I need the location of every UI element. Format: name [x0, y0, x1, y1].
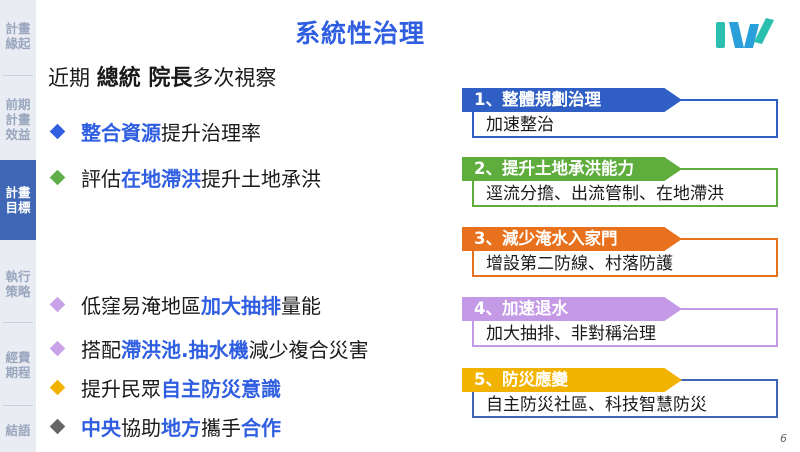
nav-label: 效益 — [5, 126, 31, 142]
diamond-bullet-icon — [49, 418, 66, 435]
nav-label: 執行 — [5, 269, 31, 284]
bullet-text: 評估 — [81, 167, 121, 191]
bullet-text: 攜手 — [201, 416, 241, 440]
bullet-detention-pumps: 搭配滯洪池.抽水機減少複合災害 — [49, 334, 369, 363]
bullet-emphasis: 在地滯洪 — [121, 167, 201, 191]
nav-label: 緣起 — [5, 36, 31, 51]
nav-label: 經費 — [5, 350, 31, 365]
nav-item-previous-benefits[interactable]: 前期 計畫 效益 — [0, 84, 36, 154]
panel-header: 1、整體規劃治理 — [462, 88, 682, 112]
nav-divider — [3, 75, 33, 76]
bullet-emphasis: 地方 — [161, 416, 201, 440]
nav-item-conclusion[interactable]: 結語 — [0, 412, 36, 448]
nav-item-goals[interactable]: 計畫 目標 — [0, 160, 36, 240]
bullet-disaster-awareness: 提升民眾自主防災意識 — [49, 373, 281, 402]
nav-divider — [3, 322, 33, 323]
panel-header: 5、防災應變 — [462, 368, 682, 392]
bullet-text: 提升民眾 — [81, 377, 161, 401]
bullet-emphasis: 加大抽排 — [201, 294, 281, 318]
bullet-pumping-capacity: 低窪易淹地區加大抽排量能 — [49, 290, 321, 319]
intro-text: 近期 總統 院長多次視察 — [48, 60, 276, 92]
nav-label: 前期 — [5, 96, 31, 112]
nav-divider — [3, 405, 33, 406]
nav-label: 計畫 — [5, 185, 31, 200]
diamond-bullet-icon — [49, 379, 66, 396]
nav-item-budget-schedule[interactable]: 經費 期程 — [0, 330, 36, 400]
bullet-emphasis: 自主防災意識 — [161, 377, 281, 401]
nav-label: 計畫 — [5, 21, 31, 36]
diamond-bullet-icon — [49, 169, 66, 186]
nav-item-strategy[interactable]: 執行 策略 — [0, 252, 36, 316]
bullet-text: 低窪易淹地區 — [81, 294, 201, 318]
panel-header: 3、減少淹水入家門 — [462, 227, 682, 251]
page-title: 系統性治理 — [294, 19, 425, 48]
bullet-text: 量能 — [281, 294, 321, 318]
nav-label: 目標 — [5, 200, 31, 215]
nav-label: 策略 — [5, 284, 31, 299]
bullet-text: 提升土地承洪 — [201, 167, 321, 191]
bullet-text: 減少複合災害 — [248, 338, 369, 362]
intro-suffix: 多次視察 — [192, 66, 277, 90]
diamond-bullet-icon — [49, 123, 66, 140]
diamond-bullet-icon — [49, 296, 66, 313]
section-nav: 計畫 緣起 前期 計畫 效益 計畫 目標 執行 策略 經費 期程 結語 — [0, 0, 36, 452]
bullet-emphasis: 合作 — [241, 416, 281, 440]
diamond-bullet-icon — [49, 340, 66, 357]
bullet-emphasis: 中央 — [81, 416, 121, 440]
bullet-emphasis: 滯洪池.抽水機 — [121, 338, 249, 362]
panel-header: 2、提升土地承洪能力 — [462, 157, 682, 181]
bullet-central-local-cooperation: 中央協助地方攜手合作 — [49, 412, 281, 441]
bullet-text: 提升治理率 — [161, 121, 261, 145]
bullet-integrate-resources: 整合資源提升治理率 — [49, 117, 261, 146]
nav-label: 期程 — [5, 365, 31, 380]
nav-label: 結語 — [5, 422, 31, 438]
bullet-text: 協助 — [121, 416, 161, 440]
panel-header: 4、加速退水 — [462, 297, 682, 321]
bullet-local-detention: 評估在地滯洪提升土地承洪 — [49, 163, 321, 192]
page-number: 6 — [780, 432, 787, 445]
intro-prefix: 近期 — [48, 66, 97, 90]
logo-icon — [716, 18, 774, 48]
nav-item-origin[interactable]: 計畫 緣起 — [0, 8, 36, 64]
intro-bold: 總統 院長 — [96, 66, 193, 91]
bullet-emphasis: 整合資源 — [81, 121, 161, 145]
bullet-text: 搭配 — [81, 338, 121, 362]
nav-label: 計畫 — [5, 111, 31, 127]
